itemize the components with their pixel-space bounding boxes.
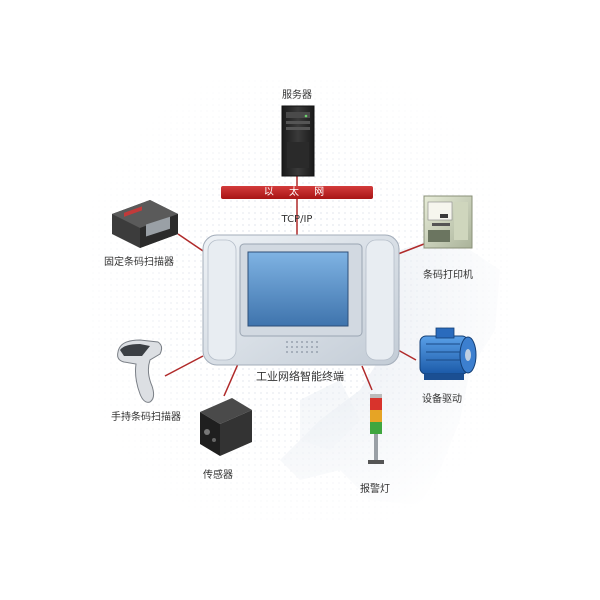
server-icon xyxy=(281,105,315,177)
connector-equipment-drive xyxy=(397,349,417,361)
sensor-label: 传感器 xyxy=(203,470,233,481)
fixed-scanner-icon xyxy=(112,200,178,248)
alarm-light-icon xyxy=(368,394,384,464)
alarm-light-label: 报警灯 xyxy=(360,484,390,495)
barcode-printer-label: 条码打印机 xyxy=(423,270,473,281)
server-label: 服务器 xyxy=(282,90,312,101)
terminal-device xyxy=(202,234,400,366)
sensor-icon xyxy=(200,398,252,456)
connector-barcode-printer xyxy=(397,243,425,255)
ethernet-bus: 以 太 网 xyxy=(221,186,373,199)
motor-icon xyxy=(419,327,477,380)
handheld-scanner-label: 手持条码扫描器 xyxy=(111,412,181,423)
connector-lines xyxy=(164,175,425,397)
connector-alarm-light xyxy=(361,365,373,391)
speaker-grille xyxy=(286,341,318,353)
connector-fixed-scanner xyxy=(177,233,207,254)
fixed-scanner-label: 固定条码扫描器 xyxy=(104,257,174,268)
equipment-drive-label: 设备驱动 xyxy=(422,394,462,405)
connector-sensor xyxy=(223,363,239,397)
terminal-label: 工业网络智能终端 xyxy=(256,370,344,383)
connector-handheld-scanner xyxy=(164,355,204,377)
barcode-printer-icon xyxy=(423,195,473,249)
protocol-label: TCP/IP xyxy=(281,214,313,225)
handheld-scanner-icon xyxy=(117,339,163,403)
